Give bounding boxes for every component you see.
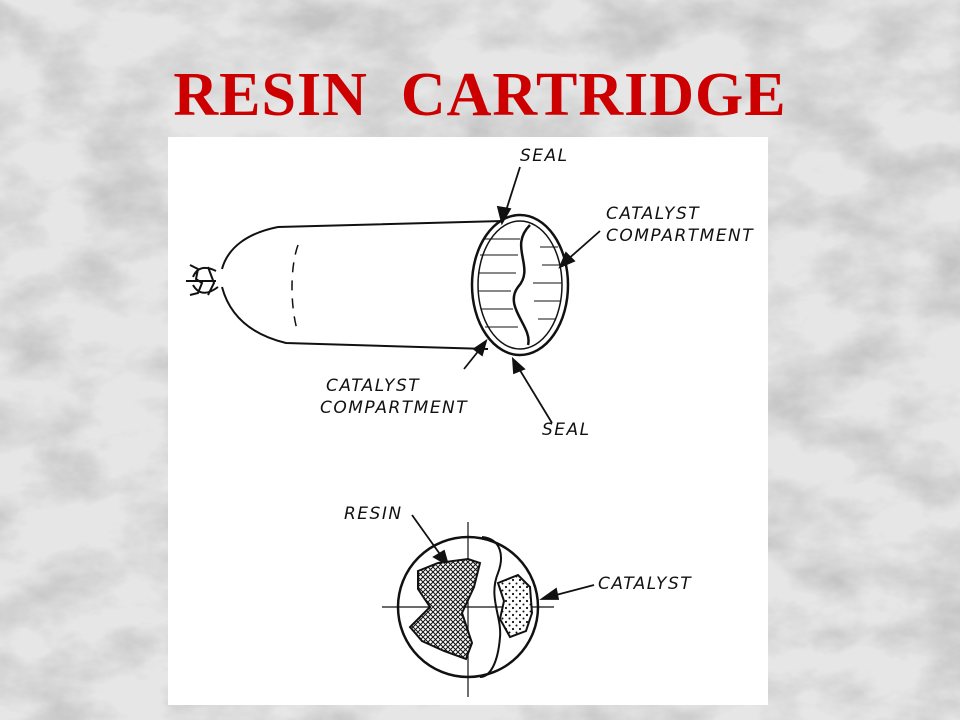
label-catalyst-compartment-left-line2: COMPARTMENT	[320, 398, 468, 418]
cartridge-body	[221, 220, 504, 350]
diagram-panel: SEAL CATALYST COMPARTMENT CATALYST COMPA…	[168, 137, 768, 705]
leader-arrows	[411, 166, 601, 600]
label-catalyst-compartment-left-line1: CATALYST	[326, 376, 420, 396]
crimped-end	[186, 264, 219, 296]
label-resin: RESIN	[344, 504, 403, 524]
label-seal-top: SEAL	[520, 146, 569, 166]
cartridge-end-ellipse	[470, 213, 570, 357]
label-catalyst: CATALYST	[598, 574, 692, 594]
resin-fill	[408, 557, 482, 661]
page-title: RESIN CARTRIDGE	[173, 61, 787, 129]
internal-seal-curve	[512, 224, 531, 346]
catalyst-fill	[496, 573, 534, 639]
compartment-hatching	[478, 238, 562, 328]
cross-section	[382, 522, 554, 697]
label-catalyst-compartment-right-line2: COMPARTMENT	[606, 226, 754, 246]
resin-cartridge-diagram: SEAL CATALYST COMPARTMENT CATALYST COMPA…	[186, 146, 754, 697]
label-catalyst-compartment-right-line1: CATALYST	[606, 204, 700, 224]
label-seal-bottom: SEAL	[542, 420, 591, 440]
